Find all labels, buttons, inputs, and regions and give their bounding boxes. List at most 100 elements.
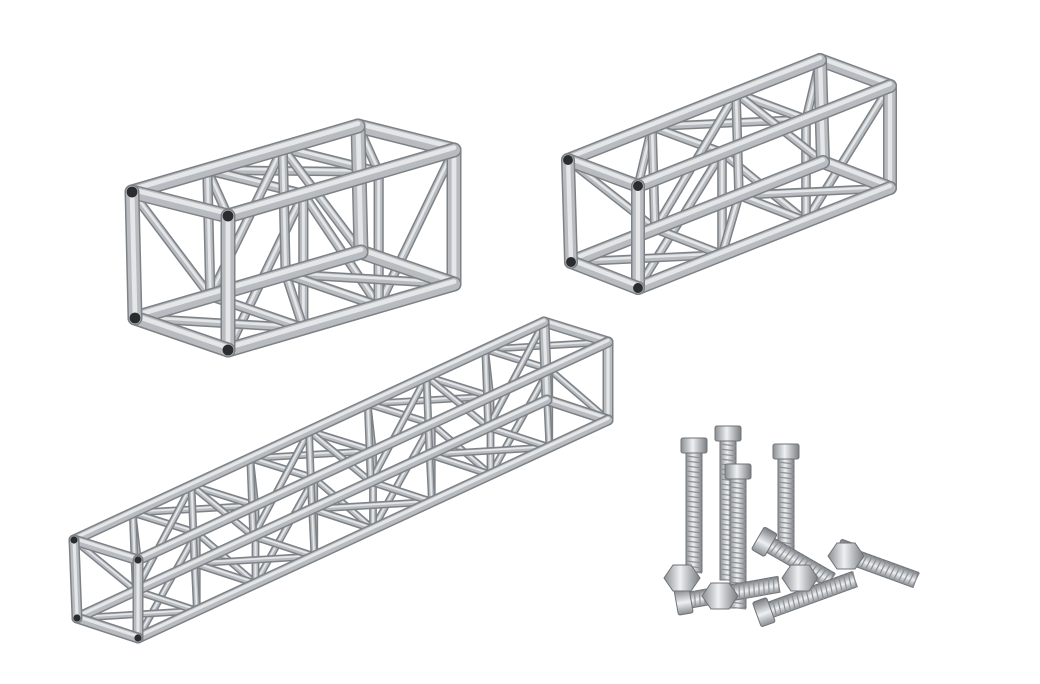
- cross-member: [734, 90, 808, 120]
- end-frame: [820, 157, 893, 189]
- thread: [685, 500, 703, 504]
- thread: [777, 481, 795, 485]
- thread: [729, 501, 747, 505]
- thread: [777, 501, 795, 505]
- thread: [777, 496, 795, 500]
- thread: [786, 550, 797, 565]
- thread: [852, 571, 857, 588]
- diagonal-brace: [281, 145, 363, 252]
- chord: [635, 81, 893, 187]
- connector-hole: [633, 181, 643, 191]
- end-frame: [75, 614, 140, 639]
- thread: [729, 541, 747, 545]
- thread: [772, 577, 775, 594]
- thread: [777, 506, 795, 510]
- thread: [859, 553, 869, 569]
- cross-member: [484, 347, 490, 428]
- diagonal-brace: [430, 421, 492, 475]
- thread: [729, 496, 747, 500]
- thread: [719, 443, 737, 447]
- thread: [828, 579, 834, 596]
- diagonal-brace: [569, 252, 724, 263]
- thread: [685, 465, 703, 469]
- thread: [762, 578, 765, 596]
- diagonal-brace: [804, 83, 892, 222]
- end-frame: [542, 318, 549, 400]
- thread: [777, 476, 795, 480]
- thread: [897, 567, 906, 583]
- connector-hole: [633, 283, 643, 293]
- thread: [685, 555, 703, 559]
- diagonal-brace: [195, 530, 257, 584]
- hex-nut: [663, 564, 701, 592]
- diagonal-brace: [130, 189, 212, 296]
- thread: [842, 574, 848, 591]
- cross-member: [311, 507, 374, 529]
- end-frame: [132, 313, 231, 351]
- thread: [809, 586, 815, 603]
- bolt-head: [724, 463, 752, 480]
- thread: [729, 546, 747, 550]
- thread: [869, 557, 878, 572]
- thread: [685, 470, 703, 474]
- thread: [729, 551, 747, 555]
- thread: [892, 565, 902, 581]
- thread: [685, 520, 703, 524]
- thread: [729, 521, 747, 525]
- chord: [129, 121, 361, 193]
- thread: [753, 580, 756, 597]
- thread: [772, 600, 778, 617]
- thread: [819, 583, 825, 600]
- cross-member: [134, 588, 198, 611]
- thread: [685, 540, 703, 544]
- end-frame: [355, 121, 364, 253]
- end-frame: [358, 247, 457, 285]
- diagonal-brace: [313, 476, 374, 529]
- diagonal-brace: [546, 398, 551, 448]
- diagonal-brace: [489, 367, 551, 475]
- thread: [781, 596, 787, 613]
- connector-hole: [566, 257, 576, 267]
- cross-member: [249, 456, 316, 479]
- thread: [777, 576, 780, 593]
- end-frame: [817, 55, 893, 87]
- cross-member: [425, 374, 431, 455]
- cross-member: [369, 479, 433, 502]
- bolt-head: [751, 526, 778, 557]
- thread: [781, 548, 793, 562]
- thread: [729, 566, 747, 570]
- thread: [738, 583, 741, 600]
- thread: [847, 572, 853, 589]
- thread: [883, 562, 892, 578]
- diagonal-brace: [302, 191, 380, 306]
- diagonal-brace: [193, 561, 198, 611]
- thread: [768, 540, 780, 555]
- cross-member: [131, 510, 198, 533]
- diagonal-brace: [425, 374, 490, 428]
- bolt: [724, 463, 752, 610]
- diagonal-brace: [308, 429, 372, 482]
- end-frame: [72, 536, 140, 561]
- bolt-head: [714, 425, 742, 442]
- chord: [72, 318, 546, 541]
- thread: [777, 486, 795, 490]
- chord: [565, 55, 823, 161]
- cross-member: [193, 561, 257, 584]
- thread: [685, 495, 703, 499]
- end-frame: [565, 155, 574, 262]
- bolt-head: [680, 437, 708, 454]
- thread: [719, 458, 737, 462]
- thread: [729, 556, 747, 560]
- thread: [777, 511, 795, 515]
- thread: [719, 448, 737, 452]
- bolt-head: [772, 443, 800, 460]
- thread: [693, 591, 696, 608]
- thread: [777, 461, 795, 465]
- diagonal-brace: [720, 192, 741, 255]
- chord: [225, 145, 457, 217]
- cross-member: [428, 452, 492, 475]
- end-frame: [72, 536, 79, 619]
- end-frame: [355, 121, 457, 151]
- bolt-head: [752, 597, 776, 627]
